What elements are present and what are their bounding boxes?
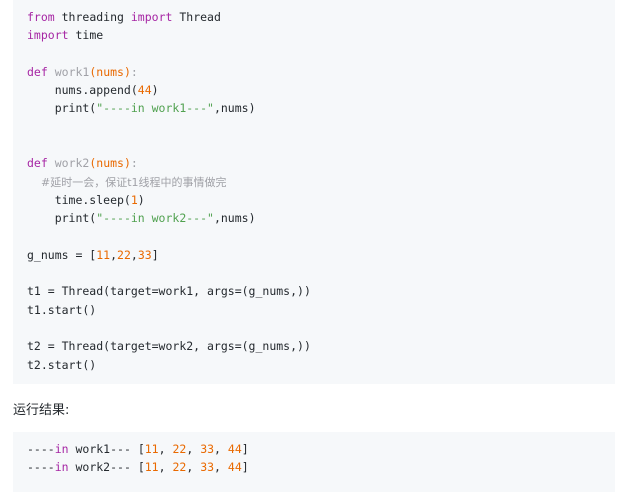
code-line: import time: [27, 26, 601, 44]
code-token: 22: [172, 442, 187, 456]
code-token: work2: [68, 460, 111, 475]
code-token: "----in work2---": [96, 211, 214, 226]
code-token: [48, 65, 55, 79]
code-token: 22: [117, 247, 131, 262]
code-token: ): [151, 83, 159, 98]
code-line: [27, 264, 601, 282]
code-token: 33: [200, 460, 215, 475]
code-line: t1 = Thread(target=work1, args=(g_nums,)…: [27, 282, 601, 300]
code-token: [: [130, 460, 145, 475]
code-token: ,: [186, 442, 201, 456]
code-line: g_nums = [11,22,33]: [27, 246, 601, 264]
code-token: g_nums = [: [27, 247, 97, 262]
code-token: ----: [27, 460, 55, 475]
code-token: work1: [68, 442, 111, 456]
code-token: in: [54, 442, 69, 456]
code-token: work2: [54, 156, 90, 171]
code-token: ,: [158, 460, 173, 475]
code-line: from threading import Thread: [27, 8, 601, 26]
code-token: :: [130, 64, 138, 79]
code-line: def work1(nums):: [27, 63, 601, 81]
code-token: 1: [130, 192, 138, 207]
code-line: def work2(nums):: [27, 154, 601, 172]
code-token: import: [130, 10, 173, 24]
code-token: ,: [158, 442, 173, 456]
code-token: ,: [130, 247, 138, 262]
code-token: #延时一会，保证t1线程中的事情做完: [27, 175, 227, 189]
code-token: (nums): [89, 64, 131, 79]
code-token: 11: [144, 442, 159, 456]
code-token: :: [130, 156, 138, 171]
code-line: nums.append(44): [27, 81, 601, 99]
code-token: (nums): [89, 156, 131, 171]
code-line: t2 = Thread(target=work2, args=(g_nums,)…: [27, 337, 601, 355]
code-line: t2.start(): [27, 356, 601, 374]
output-block: ----in work1--- [11, 22, 33, 44]----in w…: [13, 432, 615, 492]
code-token: t1.start(): [27, 302, 97, 317]
code-token: nums.append(: [27, 83, 138, 98]
code-token: [48, 156, 55, 170]
code-token: ,nums): [213, 101, 256, 116]
code-line: [27, 118, 601, 136]
code-token: t2.start(): [27, 357, 97, 372]
result-label: 运行结果:: [13, 403, 70, 418]
output-line: ----in work2--- [11, 22, 33, 44]: [27, 458, 601, 476]
code-token: 11: [96, 247, 111, 262]
code-token: print(: [27, 101, 97, 116]
code-token: "----in work1---": [96, 101, 214, 116]
code-token: ]: [151, 247, 159, 262]
code-token: ): [137, 192, 145, 207]
code-token: Thread: [172, 10, 221, 24]
code-token: 33: [200, 442, 215, 456]
code-line: #延时一会，保证t1线程中的事情做完: [27, 173, 601, 191]
code-token: def: [27, 156, 48, 171]
code-line: time.sleep(1): [27, 191, 601, 209]
code-token: work1: [54, 64, 90, 79]
code-token: in: [54, 460, 69, 475]
code-line: [27, 319, 601, 337]
code-token: from: [27, 10, 55, 24]
code-token: 11: [144, 460, 159, 475]
code-token: ]: [241, 442, 249, 456]
code-line: [27, 45, 601, 63]
code-token: print(: [27, 211, 97, 226]
code-line: [27, 136, 601, 154]
code-token: 44: [137, 83, 152, 98]
code-token: time: [68, 28, 104, 43]
code-token: ,: [186, 460, 201, 475]
code-line: [27, 228, 601, 246]
code-token: ,: [110, 247, 118, 262]
code-line: t1.start(): [27, 301, 601, 319]
code-token: ,nums): [213, 211, 256, 226]
code-token: time.sleep(: [27, 192, 131, 207]
output-line: ----in work1--- [11, 22, 33, 44]: [27, 440, 601, 458]
code-token: ----: [27, 442, 55, 456]
code-token: [: [130, 442, 145, 456]
code-token: 22: [172, 460, 187, 475]
code-token: def: [27, 64, 48, 79]
code-token: ,: [214, 460, 228, 475]
code-token: 33: [137, 247, 152, 262]
code-token: t1 = Thread(target=work1, args=(g_nums,)…: [27, 284, 311, 299]
code-token: ,: [214, 442, 228, 456]
code-token: ---: [110, 442, 131, 456]
code-token: t2 = Thread(target=work2, args=(g_nums,)…: [27, 339, 311, 354]
code-token: 44: [227, 442, 242, 456]
code-token: threading: [54, 10, 131, 24]
code-token: import: [27, 28, 69, 43]
code-token: ]: [241, 460, 249, 475]
code-token: ---: [110, 460, 131, 475]
code-line: print("----in work2---",nums): [27, 209, 601, 227]
code-line: print("----in work1---",nums): [27, 99, 601, 117]
code-token: 44: [227, 460, 242, 475]
